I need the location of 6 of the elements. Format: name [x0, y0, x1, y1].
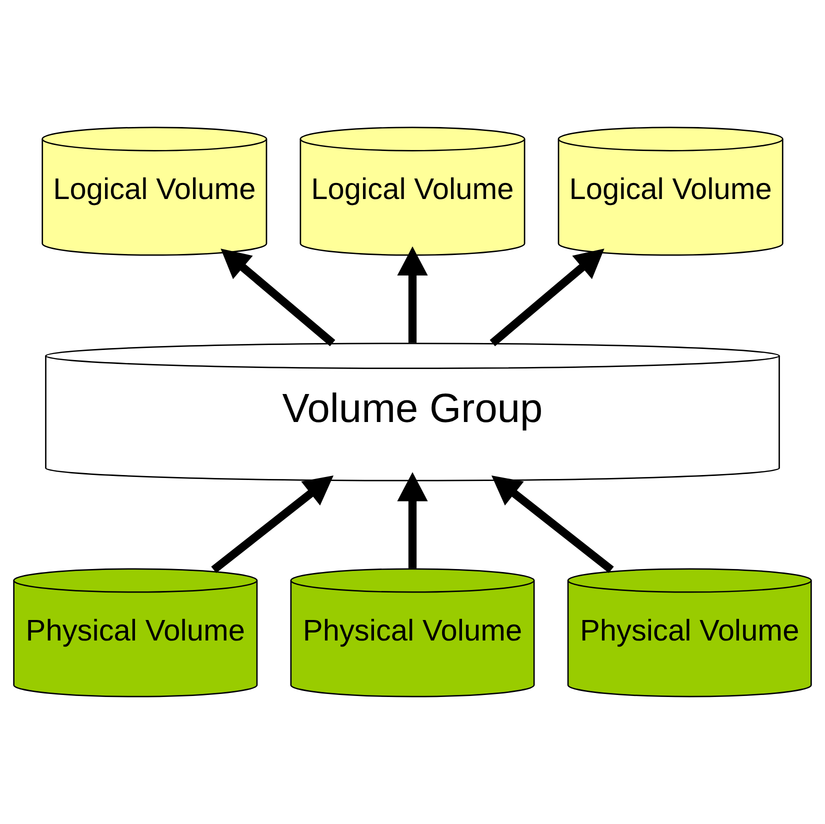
arrow	[220, 248, 336, 346]
arrow	[397, 246, 428, 343]
arrow	[490, 248, 604, 346]
arrow	[491, 476, 614, 573]
arrow	[211, 476, 334, 573]
arrow	[397, 472, 428, 568]
